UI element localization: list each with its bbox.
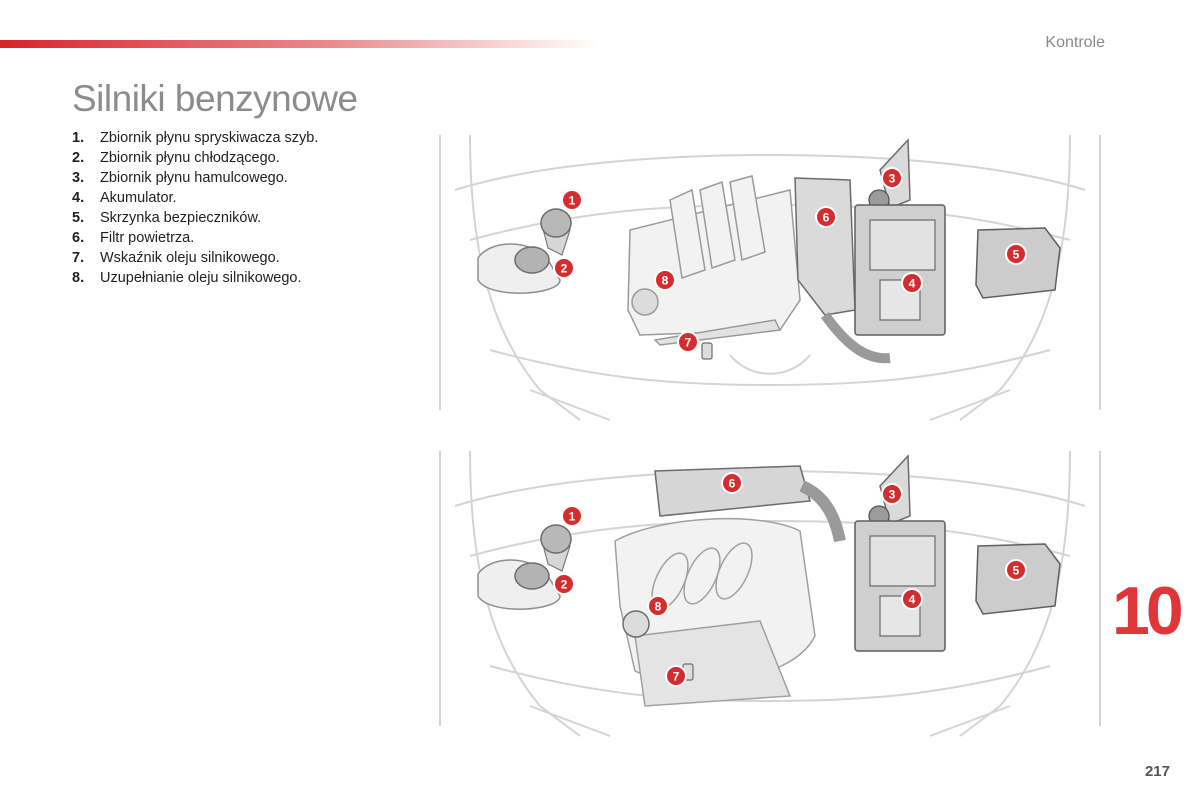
legend-num: 7. [72, 250, 85, 266]
callout-marker-8: 8 [654, 269, 676, 291]
coolant-reservoir-shape [477, 243, 561, 294]
legend-list: 1. Zbiornik płynu spryskiwacza szyb. 2. Zb… [72, 128, 318, 288]
air-filter-shape [794, 177, 891, 364]
legend-text: Skrzynka bezpieczników. [100, 210, 262, 226]
battery-shape [854, 204, 946, 336]
legend-num: 8. [72, 270, 85, 286]
legend-num: 6. [72, 230, 85, 246]
callout-number: 2 [561, 578, 568, 592]
legend-text: Zbiornik płynu spryskiwacza szyb. [100, 130, 319, 146]
callout-marker-6: 6 [815, 206, 837, 228]
callout-marker-8: 8 [647, 595, 669, 617]
callout-marker-7: 7 [677, 331, 699, 353]
engine-diagram-bottom: 1 2 3 4 5 6 7 8 [439, 450, 1101, 737]
legend-num: 5. [72, 210, 85, 226]
legend-num: 3. [72, 170, 85, 186]
legend-text: Wskaźnik oleju silnikowego. [100, 250, 280, 266]
callout-number: 2 [561, 262, 568, 276]
battery-shape [854, 520, 946, 652]
callout-marker-2: 2 [553, 573, 575, 595]
callout-marker-7: 7 [665, 665, 687, 687]
callout-number: 8 [655, 600, 662, 614]
legend-num: 2. [72, 150, 85, 166]
callout-marker-5: 5 [1005, 559, 1027, 581]
callout-number: 5 [1013, 564, 1020, 578]
legend-item: 1. Zbiornik płynu spryskiwacza szyb. [72, 128, 318, 148]
callout-marker-6: 6 [721, 472, 743, 494]
callout-marker-2: 2 [553, 257, 575, 279]
callout-number: 1 [569, 194, 576, 208]
coolant-reservoir-shape [477, 559, 561, 610]
callout-marker-3: 3 [881, 167, 903, 189]
callout-number: 3 [889, 488, 896, 502]
callout-number: 8 [662, 274, 669, 288]
legend-item: 7. Wskaźnik oleju silnikowego. [72, 248, 318, 268]
header-accent-bar [0, 40, 600, 48]
callout-marker-1: 1 [561, 505, 583, 527]
callout-number: 6 [729, 477, 736, 491]
callout-number: 1 [569, 510, 576, 524]
callout-number: 4 [909, 277, 916, 291]
callout-number: 3 [889, 172, 896, 186]
washer-reservoir-shape [540, 524, 572, 572]
callout-marker-5: 5 [1005, 243, 1027, 265]
callout-number: 5 [1013, 248, 1020, 262]
engine-cover-shape [614, 517, 816, 707]
legend-item: 6. Filtr powietrza. [72, 228, 318, 248]
legend-text: Zbiornik płynu chłodzącego. [100, 150, 280, 166]
legend-item: 5. Skrzynka bezpieczników. [72, 208, 318, 228]
washer-reservoir-shape [540, 208, 572, 256]
legend-item: 8. Uzupełnianie oleju silnikowego. [72, 268, 318, 288]
legend-text: Akumulator. [100, 190, 177, 206]
callout-marker-1: 1 [561, 189, 583, 211]
dipstick-shape [701, 342, 713, 360]
legend-text: Filtr powietrza. [100, 230, 195, 246]
callout-number: 7 [685, 336, 692, 350]
legend-text: Uzupełnianie oleju silnikowego. [100, 270, 302, 286]
callout-marker-3: 3 [881, 483, 903, 505]
page-title: Silniki benzynowe [72, 78, 358, 119]
section-label: Kontrole [1045, 34, 1105, 51]
callout-number: 7 [673, 670, 680, 684]
chapter-number: 10 [1112, 573, 1184, 649]
legend-item: 2. Zbiornik płynu chłodzącego. [72, 148, 318, 168]
callout-marker-4: 4 [901, 272, 923, 294]
legend-item: 3. Zbiornik płynu hamulcowego. [72, 168, 318, 188]
legend-num: 1. [72, 130, 85, 146]
callout-number: 6 [823, 211, 830, 225]
legend-text: Zbiornik płynu hamulcowego. [100, 170, 288, 186]
engine-diagram-top: 1 2 3 4 5 6 7 8 [439, 134, 1101, 421]
page-number: 217 [1144, 763, 1170, 780]
engine-block-shape [627, 175, 801, 346]
callout-number: 4 [909, 593, 916, 607]
callout-marker-4: 4 [901, 588, 923, 610]
legend-num: 4. [72, 190, 85, 206]
legend-item: 4. Akumulator. [72, 188, 318, 208]
